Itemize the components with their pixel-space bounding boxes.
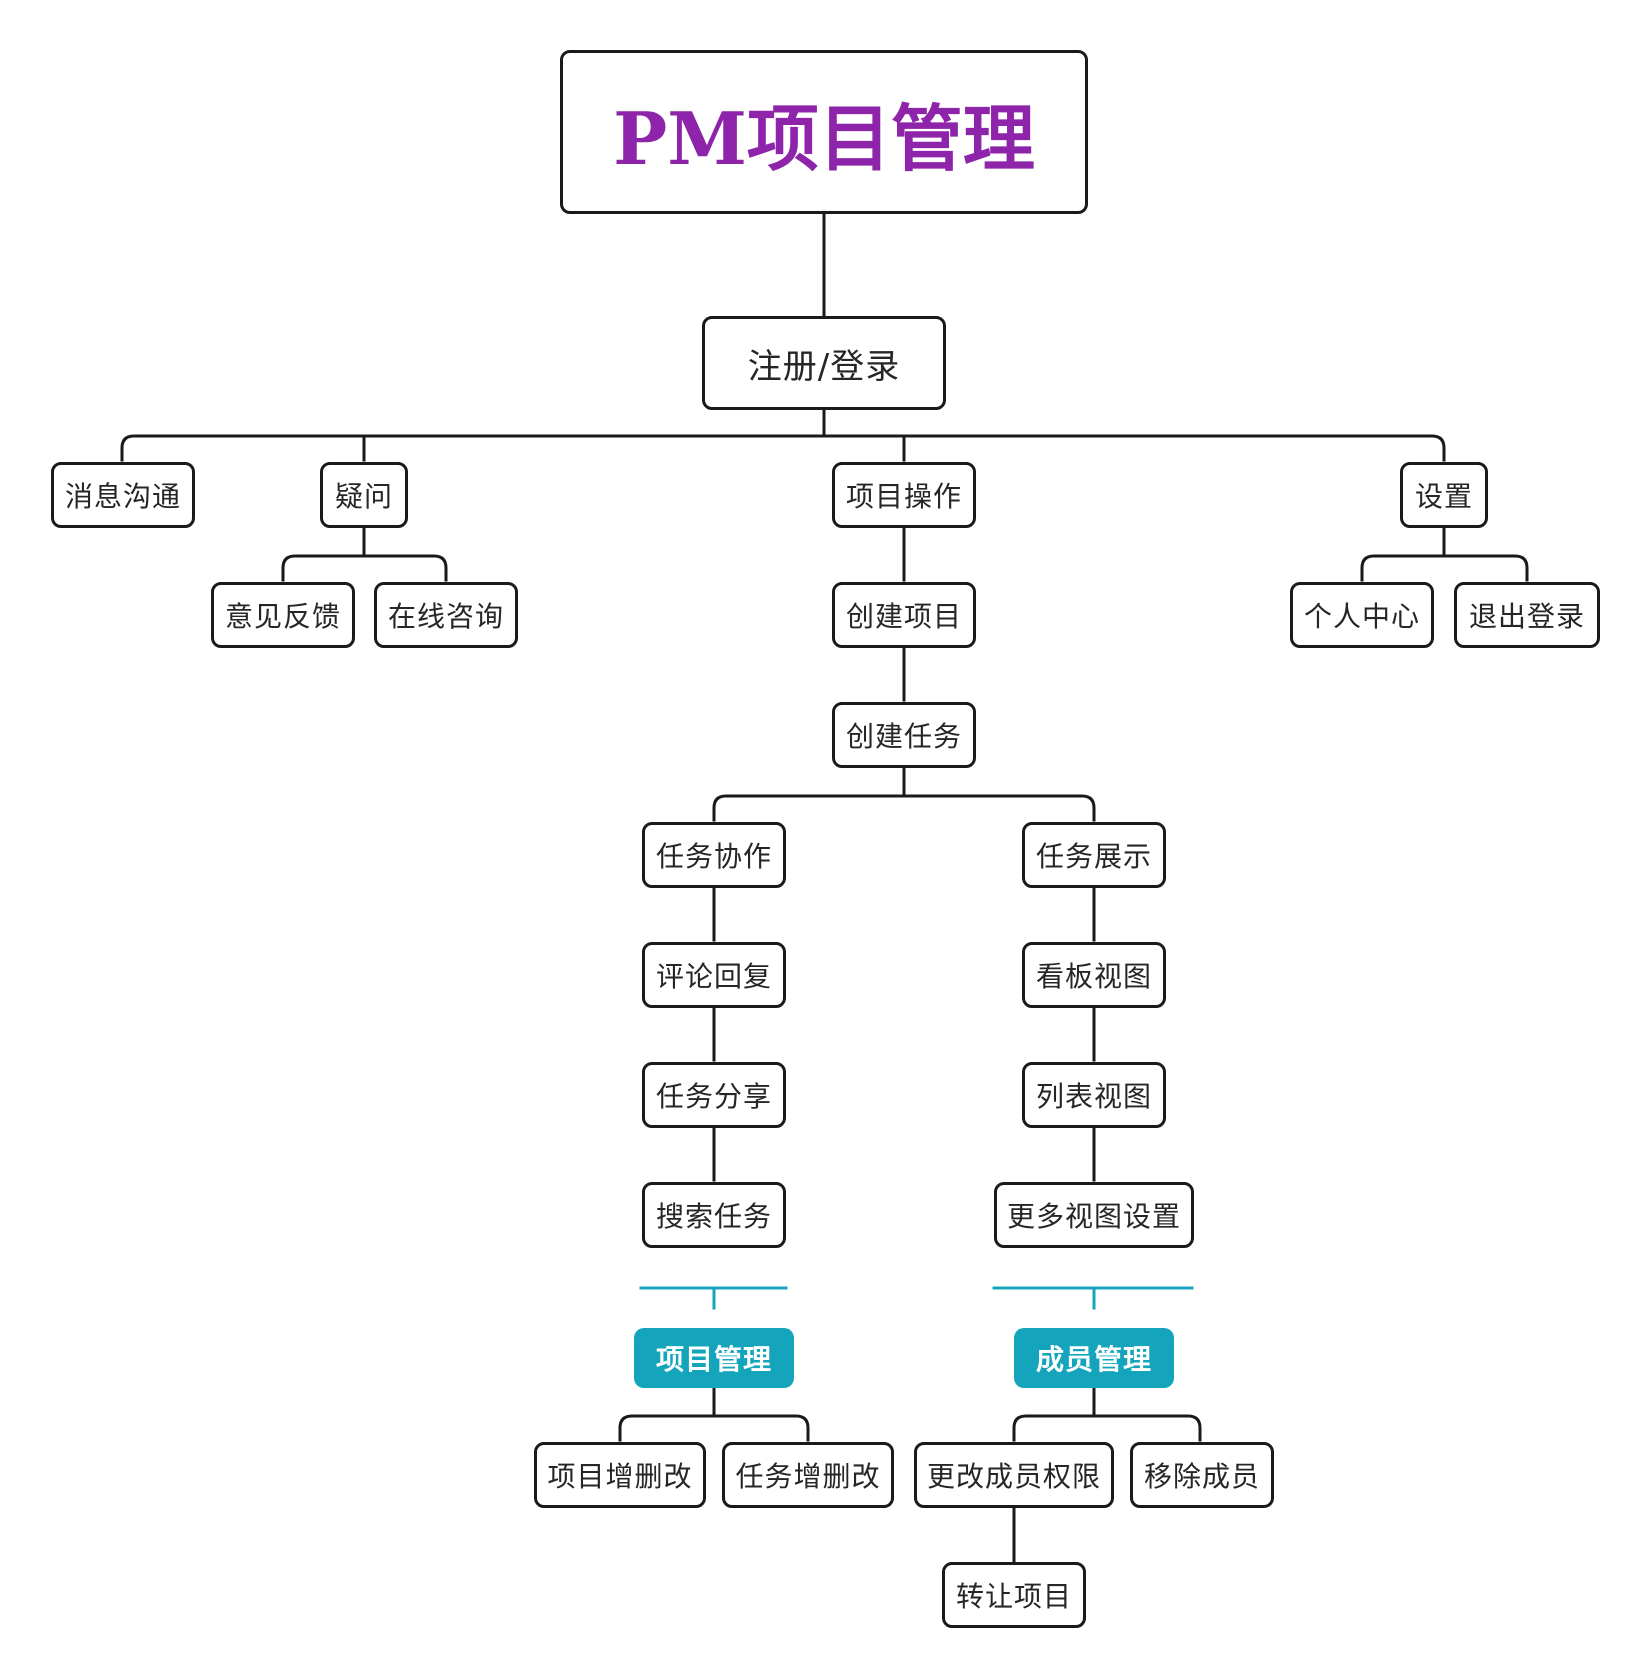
connector-project-mgmt-children (618, 1386, 810, 1442)
node-comment-reply: 评论回复 (642, 942, 786, 1008)
diagram-title: PM项目管理 (560, 50, 1088, 214)
node-questions: 疑问 (320, 462, 408, 528)
node-project-ops: 项目操作 (832, 462, 976, 528)
node-more-view-settings: 更多视图设置 (994, 1182, 1194, 1248)
node-settings: 设置 (1400, 462, 1488, 528)
connector-accent-member-mgmt (992, 1286, 1194, 1310)
node-task-collab: 任务协作 (642, 822, 786, 888)
node-change-permissions: 更改成员权限 (914, 1442, 1114, 1508)
node-feedback: 意见反馈 (211, 582, 355, 648)
tree-connectors (120, 212, 1529, 1564)
node-transfer-project: 转让项目 (942, 1562, 1086, 1628)
node-online-consult: 在线咨询 (374, 582, 518, 648)
node-task-share: 任务分享 (642, 1062, 786, 1128)
node-kanban-view: 看板视图 (1022, 942, 1166, 1008)
node-member-mgmt: 成员管理 (1014, 1328, 1174, 1388)
node-remove-member: 移除成员 (1130, 1442, 1274, 1508)
node-task-crud: 任务增删改 (722, 1442, 894, 1508)
connector-settings-children (1360, 524, 1529, 582)
node-list-view: 列表视图 (1022, 1062, 1166, 1128)
accent-connectors (639, 1286, 1194, 1310)
node-logout: 退出登录 (1454, 582, 1600, 648)
node-search-task: 搜索任务 (642, 1182, 786, 1248)
node-personal-center: 个人中心 (1290, 582, 1434, 648)
connector-create-task-children (712, 764, 1096, 822)
node-task-display: 任务展示 (1022, 822, 1166, 888)
node-messages: 消息沟通 (51, 462, 195, 528)
connector-accent-project-mgmt (639, 1286, 788, 1310)
node-project-crud: 项目增删改 (534, 1442, 706, 1508)
node-create-project: 创建项目 (832, 582, 976, 648)
connector-questions-children (281, 524, 448, 582)
node-login: 注册/登录 (702, 316, 946, 410)
connector-login-level1 (120, 408, 1446, 462)
node-create-task: 创建任务 (832, 702, 976, 768)
node-project-mgmt: 项目管理 (634, 1328, 794, 1388)
connector-member-mgmt-children (1012, 1386, 1202, 1442)
